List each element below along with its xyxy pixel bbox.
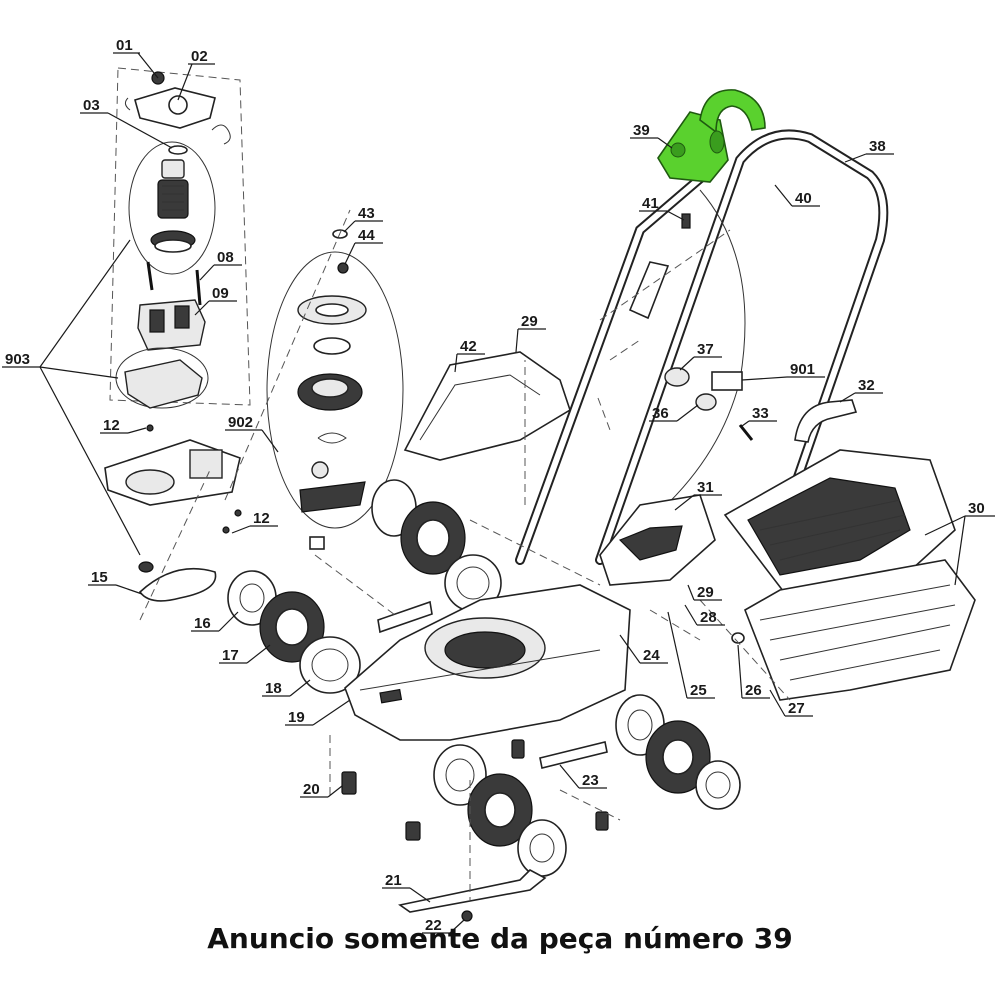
label-903: 903 bbox=[5, 351, 30, 368]
label-16: 16 bbox=[194, 615, 211, 632]
part-23-strip bbox=[539, 741, 608, 769]
label-42: 42 bbox=[460, 338, 477, 355]
part-02-brush-holder bbox=[124, 71, 231, 145]
label-25: 25 bbox=[690, 682, 707, 699]
bearing bbox=[313, 337, 351, 355]
part-20-clip bbox=[341, 771, 357, 795]
assembly-dashed-lines bbox=[139, 209, 791, 900]
screw-12a bbox=[146, 424, 154, 432]
center-wheels bbox=[371, 479, 502, 612]
screw-12c bbox=[222, 526, 230, 534]
part-37-knob bbox=[664, 367, 690, 387]
label-39: 39 bbox=[633, 122, 650, 139]
label-15: 15 bbox=[91, 569, 108, 586]
label-01: 01 bbox=[116, 37, 133, 54]
label-30: 30 bbox=[968, 500, 985, 517]
part-42-cover bbox=[403, 351, 571, 461]
label-02: 02 bbox=[191, 48, 208, 65]
label-31: 31 bbox=[697, 479, 714, 496]
label-12b: 12 bbox=[253, 510, 270, 527]
label-20: 20 bbox=[303, 781, 320, 798]
label-28: 28 bbox=[700, 609, 717, 626]
part-901-clamp bbox=[711, 371, 743, 391]
label-44: 44 bbox=[358, 227, 375, 244]
label-902: 902 bbox=[228, 414, 253, 431]
part-44-nut bbox=[337, 262, 349, 274]
part-32-grip bbox=[794, 399, 858, 443]
gear-base bbox=[299, 481, 366, 513]
deck-strip bbox=[377, 600, 433, 634]
label-29b: 29 bbox=[697, 584, 714, 601]
part-19-deck bbox=[344, 584, 631, 741]
label-09: 09 bbox=[212, 285, 229, 302]
part-41-screw bbox=[681, 213, 691, 229]
label-41: 41 bbox=[642, 195, 659, 212]
motor-dashed-outline bbox=[109, 67, 251, 406]
gearbox-oval bbox=[266, 251, 404, 529]
part-30-grass-box bbox=[723, 449, 976, 701]
front-wheels bbox=[433, 694, 741, 877]
label-26: 26 bbox=[745, 682, 762, 699]
motor-housing bbox=[124, 359, 203, 409]
label-17: 17 bbox=[222, 647, 239, 664]
label-36: 36 bbox=[652, 405, 669, 422]
label-40: 40 bbox=[795, 190, 812, 207]
label-37: 37 bbox=[697, 341, 714, 358]
label-12a: 12 bbox=[103, 417, 120, 434]
gearbox-assembly-902 bbox=[266, 229, 404, 550]
part-36-knob bbox=[695, 393, 717, 411]
part-15-belt bbox=[138, 567, 217, 602]
label-22: 22 bbox=[425, 917, 442, 934]
label-29a: 29 bbox=[521, 313, 538, 330]
spring bbox=[317, 432, 347, 444]
label-27: 27 bbox=[788, 700, 805, 717]
left-wheels bbox=[227, 570, 361, 694]
label-38: 38 bbox=[869, 138, 886, 155]
part-21-blade bbox=[398, 869, 547, 913]
label-32: 32 bbox=[858, 377, 875, 394]
part-small-bushing bbox=[309, 536, 325, 550]
armature bbox=[150, 159, 196, 253]
part-22-bolt bbox=[461, 910, 473, 922]
part-39-switch-box bbox=[657, 89, 766, 183]
motor-assembly bbox=[104, 67, 251, 573]
part-33-screw bbox=[738, 424, 754, 441]
part-31-rear-flap bbox=[599, 494, 716, 586]
label-43: 43 bbox=[358, 205, 375, 222]
part-18-wheel-cover bbox=[299, 636, 361, 694]
small-pulley bbox=[138, 561, 154, 573]
screw-12b bbox=[234, 509, 242, 517]
label-901: 901 bbox=[790, 361, 815, 378]
part-labels: 01 02 03 08 09 903 12 902 12 15 16 bbox=[2, 37, 995, 934]
label-33: 33 bbox=[752, 405, 769, 422]
label-24: 24 bbox=[643, 647, 660, 664]
handle-bracket bbox=[628, 261, 670, 320]
caption: Anuncio somente da peça número 39 bbox=[207, 922, 793, 955]
label-23: 23 bbox=[582, 772, 599, 789]
motor-base-plate bbox=[104, 439, 241, 506]
label-18: 18 bbox=[265, 680, 282, 697]
label-08: 08 bbox=[217, 249, 234, 266]
part-08-screws bbox=[146, 261, 202, 306]
armature-circle bbox=[128, 141, 216, 275]
label-21: 21 bbox=[385, 872, 402, 889]
part-09-stator bbox=[137, 299, 206, 351]
label-19: 19 bbox=[288, 709, 305, 726]
label-03: 03 bbox=[83, 97, 100, 114]
part-38-handle bbox=[515, 129, 889, 565]
part-03-washer bbox=[168, 145, 188, 155]
